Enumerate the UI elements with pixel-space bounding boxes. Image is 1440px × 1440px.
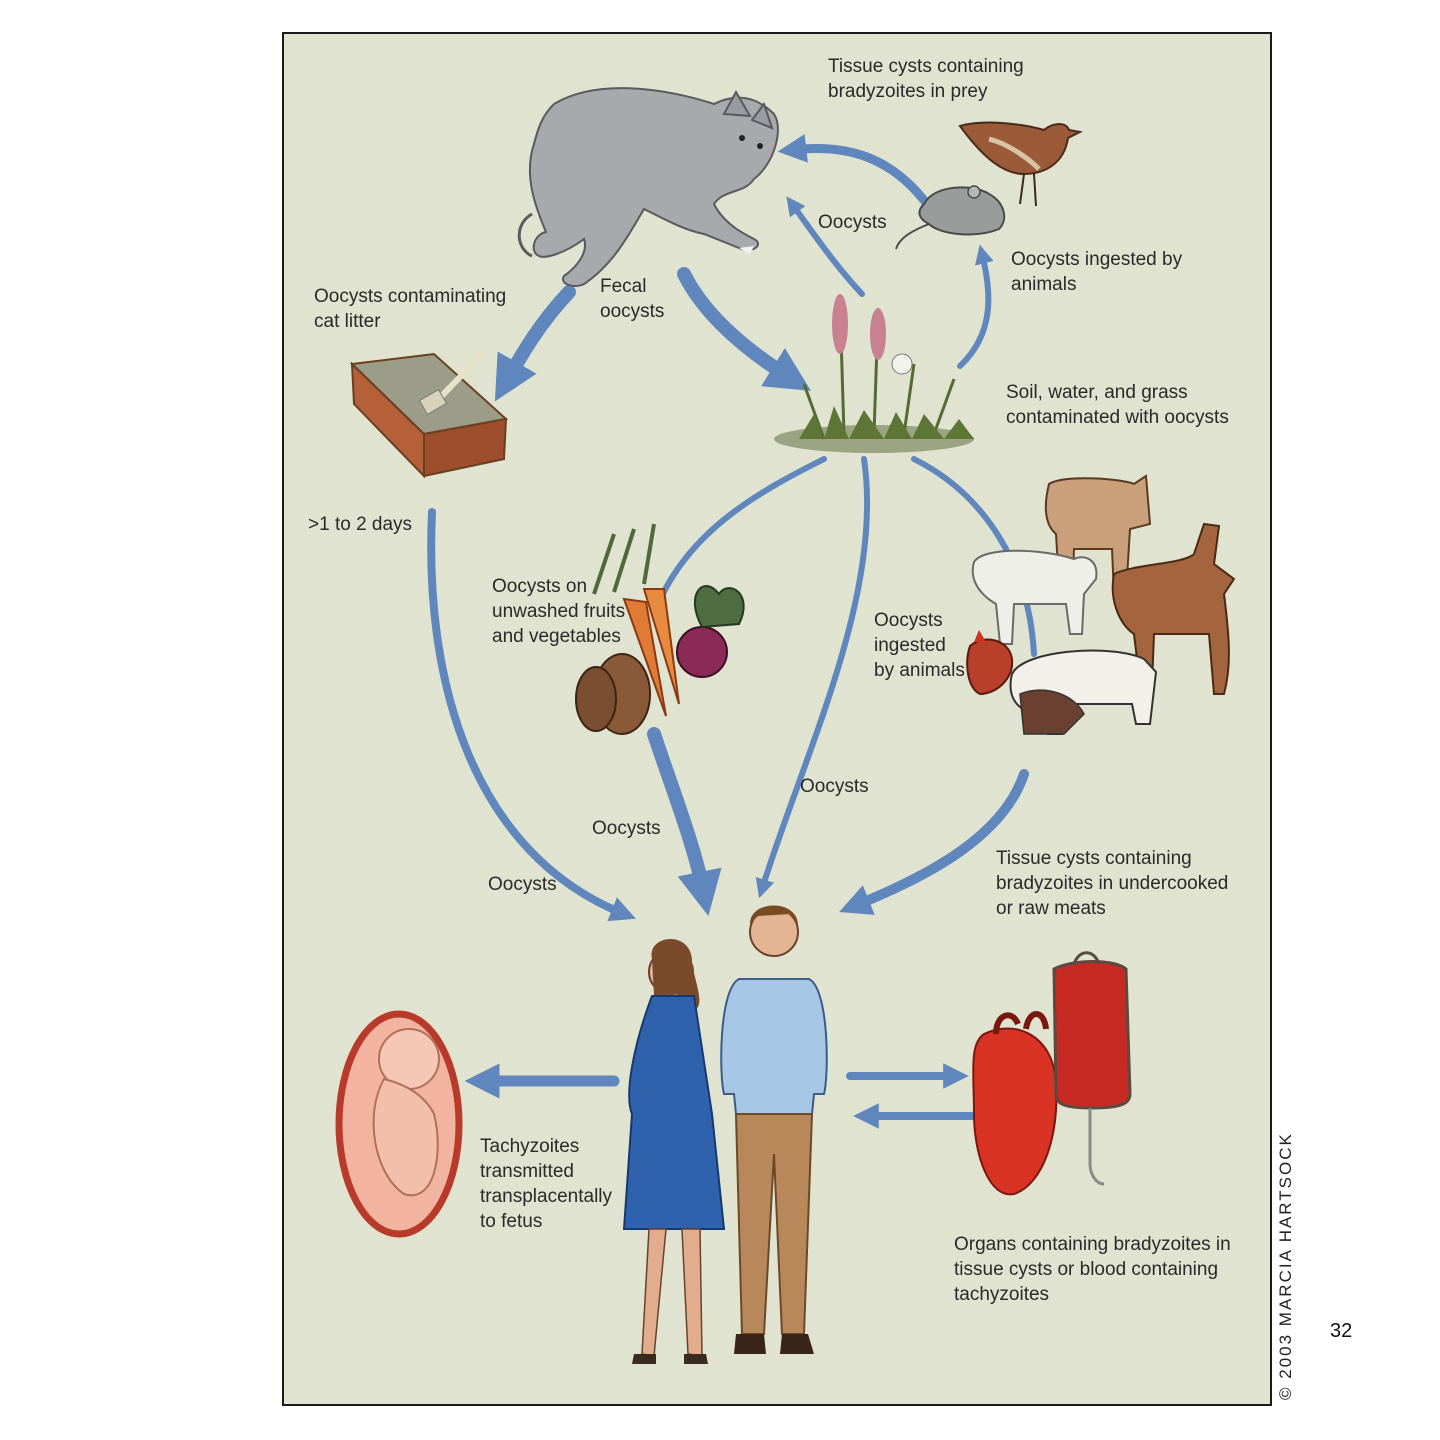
arrow-soil-to-prey [960, 254, 988, 366]
tachyzoites-label: Tachyzoites transmitted transplacentally… [480, 1134, 612, 1234]
copyright-credit: © 2003 MARCIA HARTSOCK [1276, 1060, 1296, 1400]
produce-label: Oocysts on unwashed fruits and vegetable… [492, 574, 625, 649]
oocysts-produce-label: Oocysts [592, 816, 661, 841]
woman-illustration [624, 939, 724, 1364]
days-label: >1 to 2 days [308, 512, 412, 537]
oocysts-center-label: Oocysts [800, 774, 869, 799]
toxoplasma-life-cycle-figure: Tissue cysts containing bradyzoites in p… [282, 32, 1272, 1406]
cat-illustration [519, 88, 778, 286]
ingested-top-label: Oocysts ingested by animals [1011, 247, 1182, 297]
blood-bag-illustration [1054, 953, 1130, 1184]
cat-litter-box [352, 352, 506, 476]
arrow-cat-to-litter [506, 292, 569, 382]
page-number: 32 [1330, 1320, 1352, 1343]
organs-label: Organs containing bradyzoites in tissue … [954, 1232, 1231, 1307]
soil-label: Soil, water, and grass contaminated with… [1006, 380, 1229, 430]
illustration-layer [284, 34, 1272, 1406]
soil-plants-illustration [774, 294, 974, 453]
arrow-cat-to-soil [684, 274, 792, 379]
farm-animals-illustration [967, 476, 1234, 734]
meat-cysts-label: Tissue cysts containing bradyzoites in u… [996, 846, 1228, 921]
ingested-mid-label: Oocysts ingested by animals [874, 608, 965, 683]
arrow-soil-to-produce [654, 459, 824, 614]
arrow-produce-to-humans [654, 734, 704, 894]
fetus-illustration [339, 1014, 459, 1234]
oocysts-top-label: Oocysts [818, 210, 887, 235]
oocysts-left-label: Oocysts [488, 872, 557, 897]
litter-label: Oocysts contaminating cat litter [314, 284, 506, 334]
prey-illustration [896, 123, 1080, 249]
fecal-label: Fecal oocysts [600, 274, 664, 324]
arrow-prey-to-cat [792, 148, 934, 214]
arrow-soil-to-humans [762, 459, 867, 889]
prey-cysts-label: Tissue cysts containing bradyzoites in p… [828, 54, 1024, 104]
heart-illustration [973, 1014, 1056, 1194]
man-illustration [721, 905, 827, 1354]
